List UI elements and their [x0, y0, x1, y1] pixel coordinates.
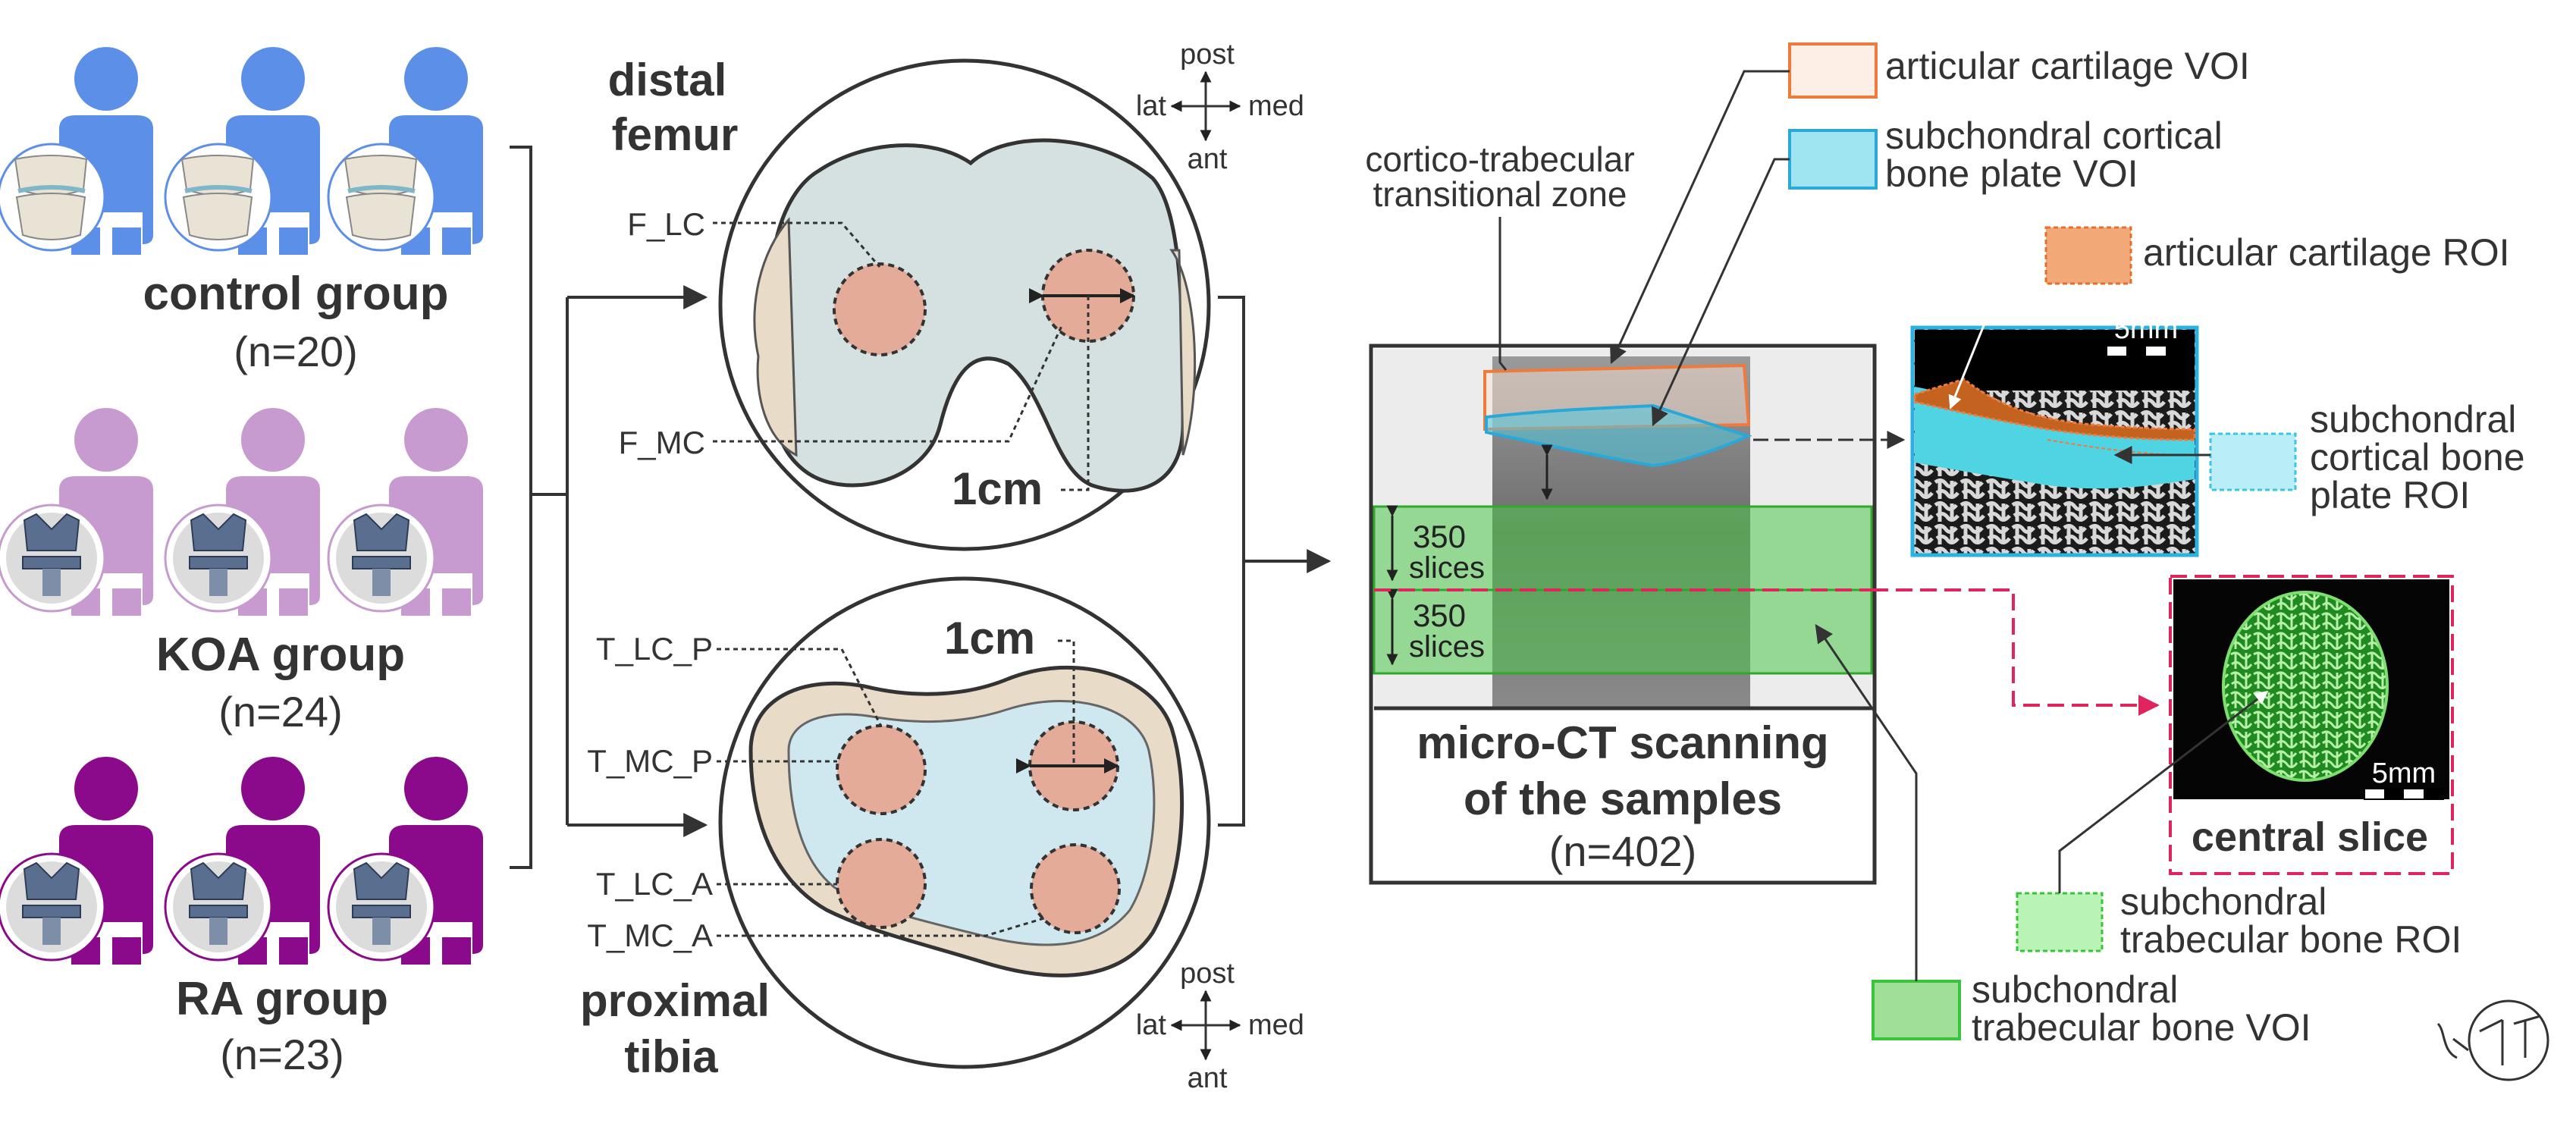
- transition-label-1: cortico-trabecular: [1365, 140, 1634, 179]
- legend-swatch-cortical-voi: [1788, 129, 1878, 190]
- compass-bottom-post: post: [1180, 958, 1235, 990]
- tibia-title-2: tibia: [624, 1031, 718, 1082]
- label-t-lc-a: T_LC_A: [596, 866, 713, 902]
- ra-group-label: RA group: [176, 973, 388, 1025]
- legend-trabecular-roi-2: trabecular bone ROI: [2120, 918, 2461, 961]
- central-slice-scalebar: 5mm: [2372, 758, 2436, 789]
- person-icon: [327, 757, 483, 965]
- circles-to-scan-bracket: [1218, 296, 1332, 827]
- cortical-voi-outline: [1485, 403, 1752, 468]
- central-slice-label: central slice: [2192, 814, 2428, 860]
- knee-implant-icon: [327, 852, 436, 962]
- legend-cortical-roi-3: plate ROI: [2310, 474, 2470, 516]
- slices-num-1: 350: [1413, 519, 1466, 554]
- person-icon: [164, 757, 320, 965]
- person-icon: [0, 47, 153, 255]
- legend-cortical-roi-2: cortical bone: [2310, 436, 2525, 478]
- label-f-lc: F_LC: [627, 206, 705, 242]
- koa-group-n: (n=24): [218, 688, 342, 736]
- roi-t-mc-a: [1030, 843, 1121, 934]
- label-t-mc-a: T_MC_A: [587, 918, 713, 953]
- femur-bone-shape: [768, 138, 1185, 493]
- legend-cortical-voi-2: bone plate VOI: [1885, 152, 2138, 195]
- group-1-figures: [0, 408, 483, 616]
- person-icon: [327, 47, 483, 255]
- legend-trabecular-voi-2: trabecular bone VOI: [1972, 1006, 2311, 1049]
- tibia-title-1: proximal: [580, 975, 770, 1026]
- control-group-n: (n=20): [234, 328, 357, 375]
- cortical-inset-scalebar: 5mm: [2114, 313, 2178, 345]
- knee-implant-icon: [327, 504, 436, 613]
- compass-bottom-ant: ant: [1188, 1062, 1228, 1094]
- compass-top-med: med: [1248, 90, 1304, 122]
- label-t-lc-p: T_LC_P: [596, 631, 713, 667]
- legend-trabecular-roi-1: subchondral: [2120, 880, 2327, 923]
- person-icon: [0, 408, 153, 616]
- group-2-figures: [0, 757, 483, 965]
- legend-swatch-trabecular-voi: [1872, 980, 1961, 1040]
- legend-swatch-cortical-roi: [2209, 432, 2297, 491]
- roi-t-lc-a: [836, 838, 927, 929]
- roi-t-lc-p: [836, 724, 927, 815]
- femur-scale-label: 1cm: [952, 463, 1043, 514]
- legend-cortical-voi-1: subchondral cortical: [1885, 115, 2223, 157]
- koa-group-label: KOA group: [156, 629, 405, 681]
- person-icon: [327, 408, 483, 616]
- knee-joint-icon: [164, 143, 273, 252]
- legend-swatch-cartilage-roi: [2044, 226, 2132, 285]
- scan-caption-n: (n=402): [1549, 827, 1697, 875]
- femur-title-1: distal: [608, 55, 727, 105]
- legend-trabecular-voi-1: subchondral: [1972, 968, 2178, 1011]
- person-icon: [164, 408, 320, 616]
- label-f-mc: F_MC: [619, 425, 705, 460]
- legend-cartilage-roi: articular cartilage ROI: [2143, 231, 2510, 274]
- slices-word-2: slices: [1409, 630, 1485, 664]
- control-group-label: control group: [143, 268, 449, 320]
- slices-num-2: 350: [1413, 598, 1466, 633]
- compass-bottom-lat: lat: [1136, 1009, 1167, 1041]
- knee-implant-icon: [0, 852, 106, 962]
- scan-caption-1: micro-CT scanning: [1417, 717, 1828, 768]
- person-icon: [164, 47, 320, 255]
- femur-panel: [713, 58, 1211, 551]
- legend-swatch-cartilage-voi: [1788, 42, 1878, 99]
- compass-top-post: post: [1180, 39, 1235, 71]
- group-bracket: [510, 146, 708, 869]
- person-icon: [0, 757, 153, 965]
- author-signature-logo: [2436, 999, 2549, 1081]
- femur-title-2: femur: [612, 109, 739, 160]
- tibia-scale-label: 1cm: [944, 613, 1035, 664]
- micro-ct-panel: [1369, 344, 2160, 885]
- knee-implant-icon: [164, 504, 273, 613]
- transition-leader: [1498, 217, 1508, 371]
- compass-top-ant: ant: [1188, 143, 1228, 175]
- trabecular-voi-lower: [1373, 588, 1873, 675]
- tibia-panel: [717, 576, 1211, 1069]
- legend-cortical-roi-1: subchondral: [2310, 398, 2516, 441]
- knee-joint-icon: [0, 143, 106, 252]
- compass-bottom: [1170, 990, 1241, 1061]
- transition-label-2: transitional zone: [1373, 174, 1627, 214]
- legend-swatch-trabecular-roi: [2016, 892, 2104, 952]
- cortical-inset: [1753, 265, 2210, 557]
- label-t-mc-p: T_MC_P: [587, 743, 713, 779]
- central-slice-inset: [2058, 575, 2454, 893]
- trabecular-voi-upper: [1373, 505, 1873, 591]
- slices-word-1: slices: [1409, 551, 1485, 585]
- group-0-figures: [0, 47, 483, 255]
- knee-implant-icon: [164, 852, 273, 962]
- scan-caption-2: of the samples: [1464, 773, 1782, 824]
- knee-joint-icon: [327, 143, 436, 252]
- compass-top-lat: lat: [1136, 90, 1167, 122]
- compass-bottom-med: med: [1248, 1009, 1304, 1041]
- patient-groups: [0, 47, 483, 965]
- compass-top: [1170, 71, 1241, 142]
- roi-f-lc: [833, 262, 927, 356]
- legend-cartilage-voi: articular cartilage VOI: [1885, 45, 2250, 87]
- legend: [1610, 42, 2297, 1040]
- ra-group-n: (n=23): [220, 1031, 344, 1078]
- central-slice-line: [1872, 588, 2160, 716]
- knee-implant-icon: [0, 504, 106, 613]
